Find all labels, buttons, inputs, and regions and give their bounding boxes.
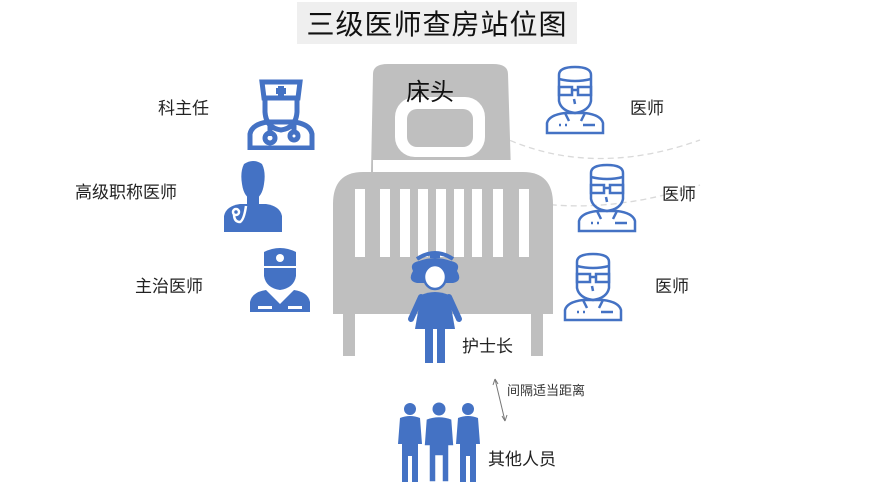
- bed-head-label: 床头: [406, 78, 454, 106]
- group-of-people-icon: [396, 402, 482, 482]
- doctor-glasses-outline-icon: [563, 252, 623, 322]
- double-arrow-icon: [492, 378, 508, 422]
- doctor-glasses-outline-icon: [577, 163, 637, 233]
- hospital-bed-icon: [333, 64, 553, 360]
- nurse-icon: [405, 245, 465, 365]
- role-label-physician-1: 医师: [630, 99, 664, 119]
- role-label-others: 其他人员: [488, 450, 556, 470]
- role-label-physician-2: 医师: [662, 185, 696, 205]
- doctor-with-cap-silhouette-icon: [248, 246, 312, 314]
- role-label-head-nurse: 护士长: [462, 337, 513, 357]
- role-label-department-director: 科主任: [158, 99, 209, 119]
- doctor-stethoscope-silhouette-icon: [222, 160, 284, 232]
- role-label-senior-physician: 高级职称医师: [75, 183, 177, 203]
- doctor-with-cap-stethoscope-icon: [246, 78, 316, 150]
- doctor-glasses-outline-icon: [545, 65, 605, 135]
- role-label-physician-3: 医师: [655, 277, 689, 297]
- role-label-attending-physician: 主治医师: [135, 277, 203, 297]
- page-title: 三级医师查房站位图: [297, 2, 577, 44]
- spacing-note: 间隔适当距离: [507, 384, 586, 399]
